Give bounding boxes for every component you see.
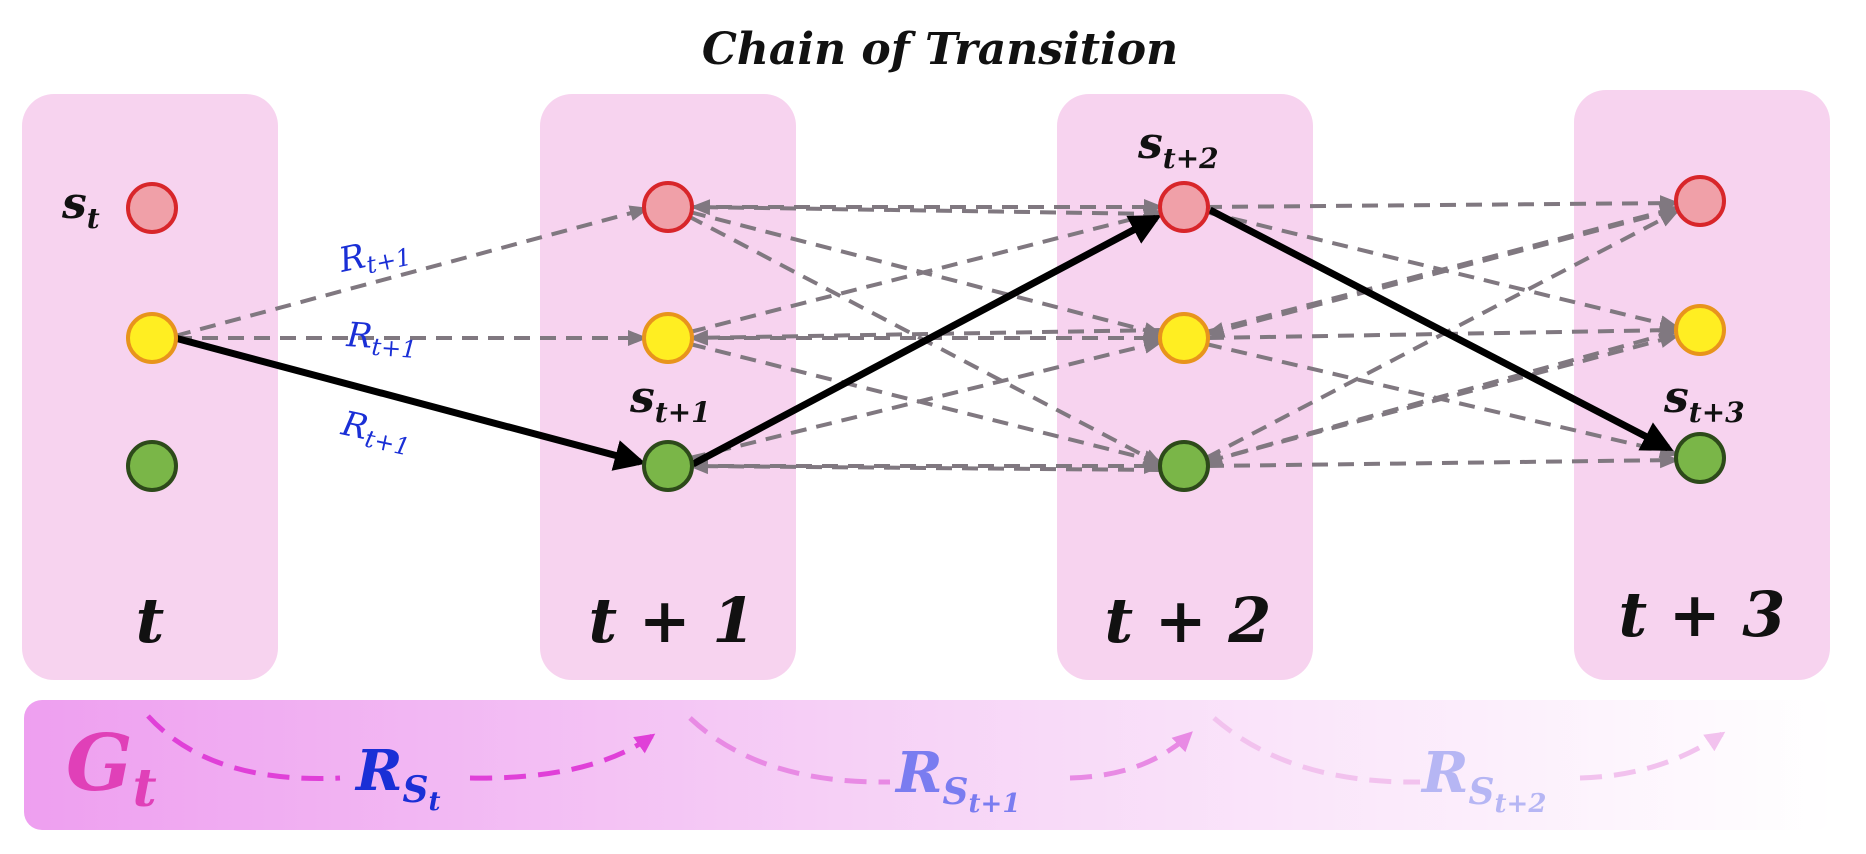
path-edge-1 [174,334,647,471]
time-label-t3: t + 3 [1619,578,1786,651]
edge-t1-yellow-to-t2-red [689,208,1164,334]
state-label-t: st [61,178,100,235]
states-column-t3 [1674,175,1726,484]
return-arcs [146,714,1722,785]
edge-t3-red-to-t2-yellow [1204,208,1675,338]
return-arc-1 [146,714,652,781]
dashed-transitions-t [174,205,650,346]
state-red [1674,175,1726,227]
time-label-t: t [136,584,165,657]
reward-label-lower: Rt+1 [336,403,415,461]
state-green [1158,440,1210,492]
edge-t-yellow-to-t1-red [174,205,650,338]
path-edge-2 [691,214,1162,468]
state-yellow [1674,304,1726,356]
time-label-t1: t + 1 [589,584,756,657]
edge-t2-red-to-t3-red [1205,195,1680,212]
state-yellow [126,312,178,364]
time-column-t3 [1574,90,1830,680]
return-arc-3 [1212,718,1722,785]
return-reward-1: RSt [354,738,441,817]
diagram-title: Chain of Transition [702,24,1178,75]
edge-t1-yellow-to-t2-green [689,342,1164,466]
sampled-trajectory [174,206,1674,471]
edge-t2-yellow-to-t1-yellow [688,328,1163,346]
state-red [642,181,694,233]
return-bar [24,700,1834,830]
state-yellow [642,312,694,364]
state-green [1674,432,1726,484]
states-column-t [126,182,178,492]
edge-t2-green-to-t3-red [1205,210,1680,460]
reward-label-middle: Rt+1 [344,315,419,364]
edge-t3-yellow-to-t2-green [1202,330,1675,466]
edge-t2-green-to-t1-green [688,458,1161,475]
state-label-t2: st+2 [1137,118,1219,175]
path-edge-3 [1208,206,1674,452]
state-yellow [1158,312,1210,364]
edge-t1-green-to-t2-yellow [689,338,1164,460]
time-label-t2: t + 2 [1105,584,1272,657]
states-column-t1 [642,181,694,492]
states-column-t2 [1158,181,1210,492]
time-column-t [22,94,278,680]
state-label-t3: st+3 [1663,372,1745,429]
return-reward-3: RSt+2 [1420,740,1546,819]
time-column-t1 [540,94,796,680]
return-reward-2: RSt+1 [894,740,1020,819]
state-green [126,440,178,492]
state-green [642,440,694,492]
return-label: Gt [66,718,157,819]
return-arc-2 [688,718,1190,785]
edge-t2-green-to-t3-green [1207,452,1680,469]
state-label-t1: st+1 [629,372,711,429]
state-red [1158,181,1210,233]
state-red [126,182,178,234]
